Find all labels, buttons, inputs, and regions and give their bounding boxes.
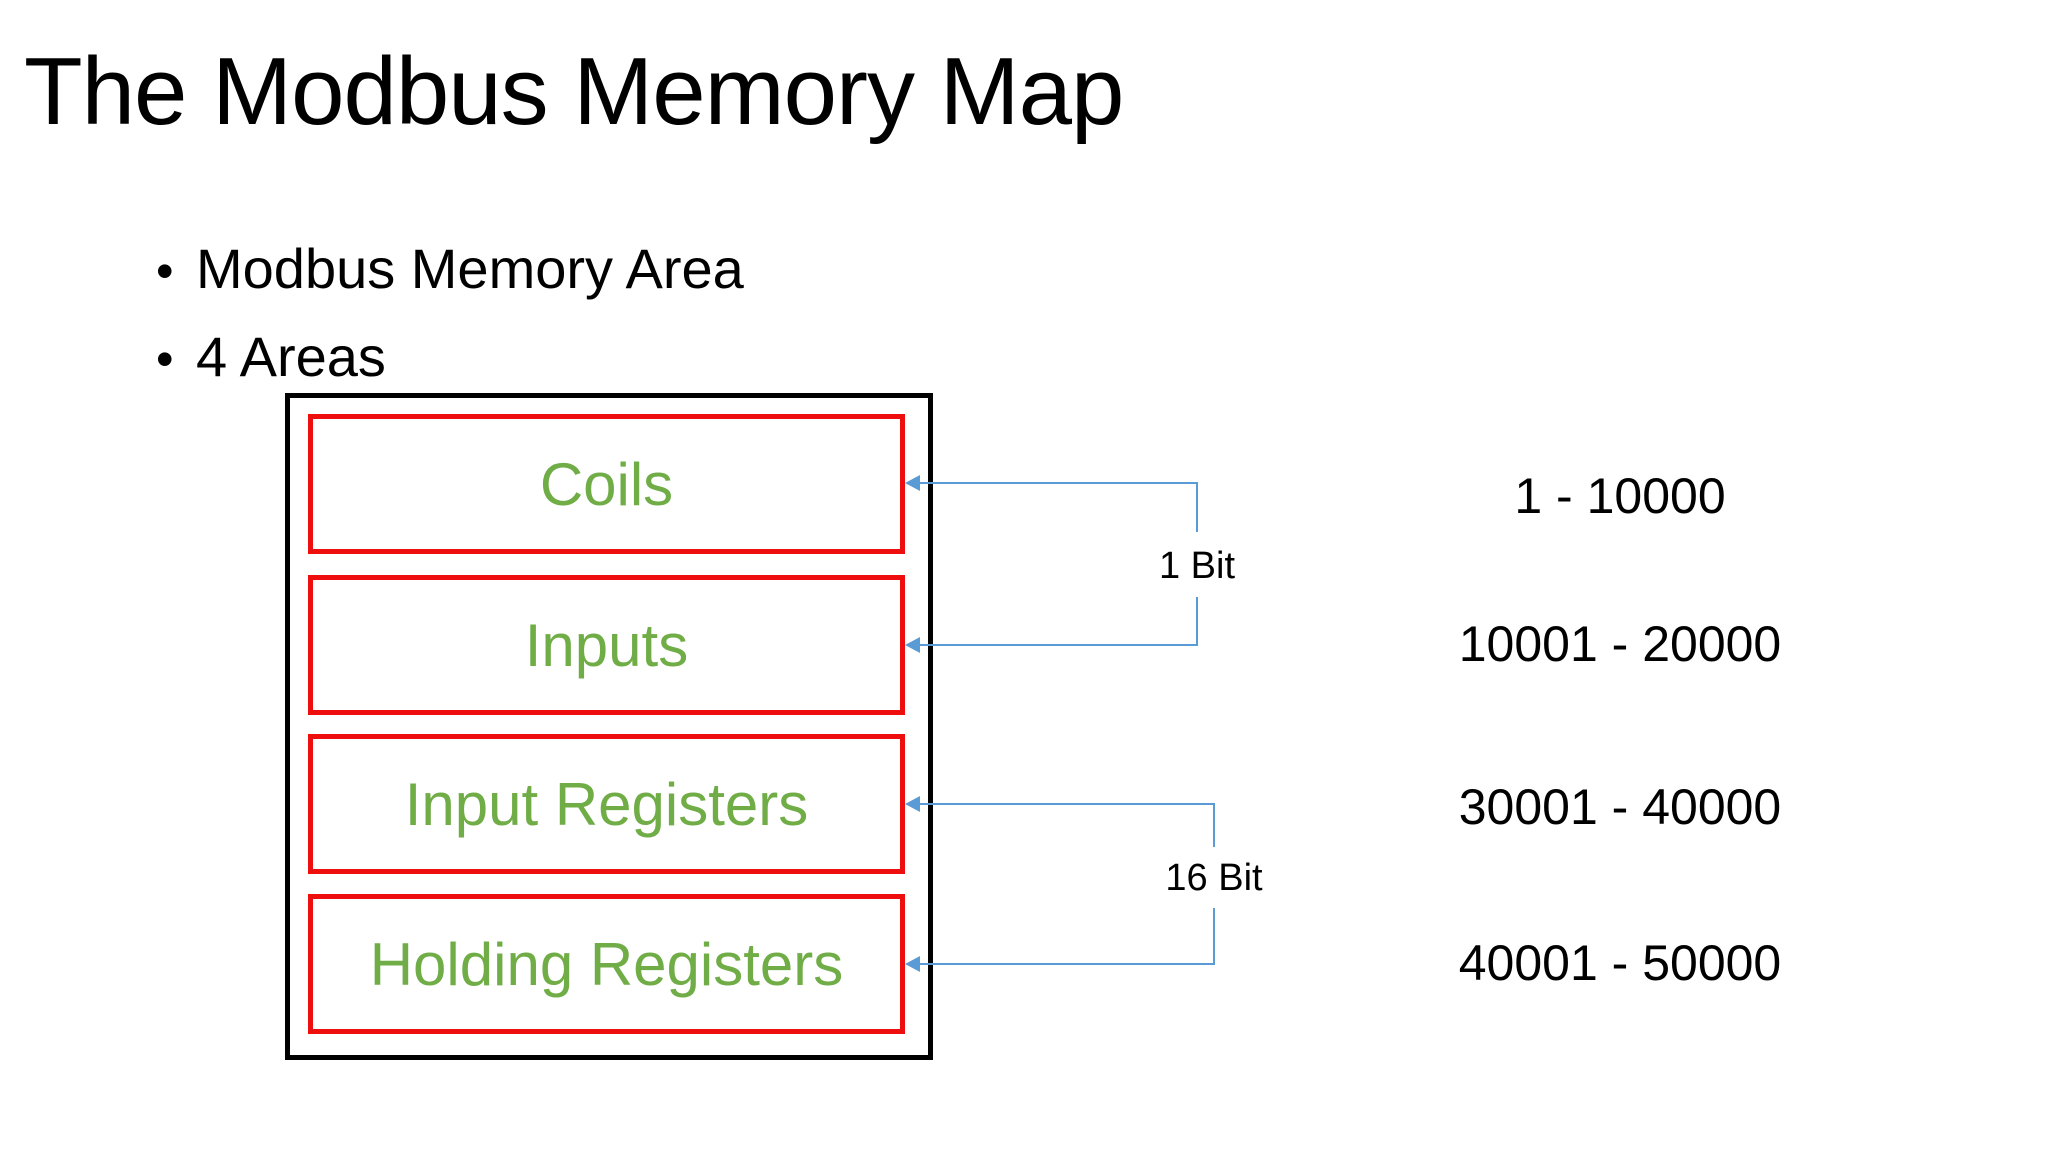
bullet-list: • Modbus Memory Area • 4 Areas [156, 226, 744, 402]
connector-line [919, 963, 1215, 965]
page-title: The Modbus Memory Map [24, 38, 1124, 145]
memory-area-label: Holding Registers [369, 930, 844, 998]
address-range: 30001 - 40000 [1458, 779, 1782, 835]
memory-area-box-input-registers: Input Registers [308, 734, 905, 874]
address-range: 40001 - 50000 [1458, 935, 1782, 991]
connector-line [1213, 803, 1215, 847]
memory-area-box-holding-registers: Holding Registers [308, 894, 905, 1034]
bullet-text: 4 Areas [196, 325, 386, 388]
memory-map-outer-box [285, 393, 933, 1060]
connector-line [1196, 597, 1198, 646]
memory-area-box-inputs: Inputs [308, 575, 905, 715]
list-item: • Modbus Memory Area [156, 226, 744, 314]
memory-area-label: Input Registers [404, 770, 809, 838]
connector-line [919, 644, 1198, 646]
memory-area-box-coils: Coils [308, 414, 905, 554]
bit-width-label: 1 Bit [1158, 545, 1236, 587]
memory-area-label: Inputs [524, 611, 689, 679]
memory-area-label: Coils [539, 450, 674, 518]
list-item: • 4 Areas [156, 314, 744, 402]
connector-line [1213, 908, 1215, 964]
bullet-icon: • [156, 331, 174, 387]
bit-width-label: 16 Bit [1165, 857, 1263, 899]
connector-line [919, 482, 1198, 484]
arrow-left-icon [905, 637, 920, 653]
arrow-left-icon [905, 956, 920, 972]
bullet-icon: • [156, 243, 174, 299]
connector-line [1196, 482, 1198, 532]
arrow-left-icon [905, 475, 920, 491]
address-range: 10001 - 20000 [1458, 616, 1782, 672]
address-range: 1 - 10000 [1514, 468, 1726, 524]
arrow-left-icon [905, 796, 920, 812]
bullet-text: Modbus Memory Area [196, 237, 744, 300]
connector-line [919, 803, 1215, 805]
